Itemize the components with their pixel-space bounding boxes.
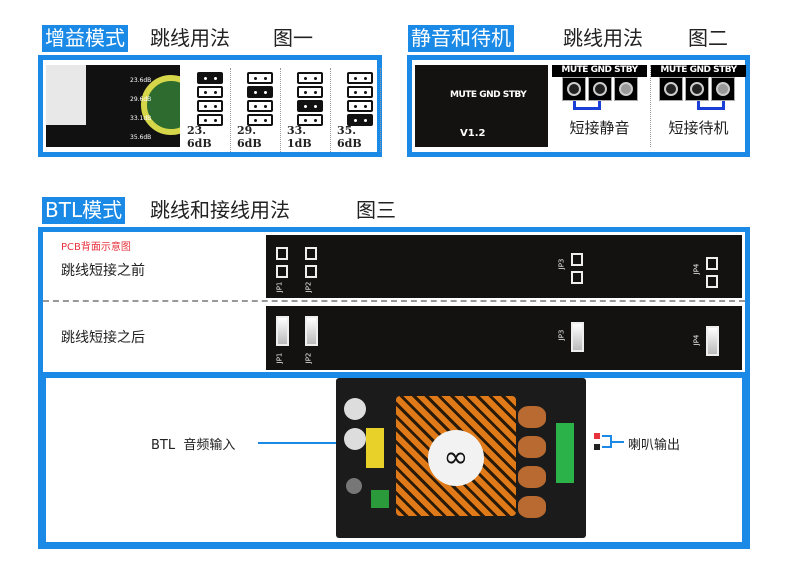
mute-board-photo: MUTE GND STBY V1.2 (415, 65, 548, 147)
jumper-label: JP1 (275, 281, 284, 293)
jumper-open-icon (297, 86, 323, 98)
jumper-closed-icon (297, 100, 323, 112)
input-pointer (258, 442, 338, 444)
jumper-open-icon (247, 100, 273, 112)
board-gain-label: 33.1dB (130, 115, 152, 122)
pin-label: GND (590, 65, 612, 75)
gain-option: 23. 6dB (185, 68, 231, 152)
fig3-title: 跳线和接线用法 (150, 198, 290, 222)
amplifier-board-photo: ∞ (336, 378, 586, 538)
jumper-closed-icon (347, 114, 373, 126)
input-label: BTL 音频输入 (151, 438, 236, 453)
jumper-label: JP4 (692, 263, 701, 275)
pin-label: GND (689, 65, 711, 75)
gain-board-photo: 23.6dB 29.6dB 33.1dB 35.6dB (46, 65, 180, 147)
pin-label: STBY (614, 65, 638, 75)
btl-mode-tag: BTL模式 (42, 197, 126, 224)
pcb-note: PCB背面示意图 (61, 242, 131, 253)
output-label: 喇叭输出 (628, 438, 681, 453)
jumper-label: JP2 (304, 352, 313, 364)
jumper-open-icon (197, 100, 223, 112)
jumper-open-icon (197, 114, 223, 126)
jumper-open-icon (297, 72, 323, 84)
jumper-label: JP1 (275, 352, 284, 364)
pin-label: STBY (713, 65, 737, 75)
mute-option: MUTE GND STBY 短接静音 (552, 65, 647, 147)
board-gain-label: 29.6dB (130, 96, 152, 103)
speaker-output-icon (594, 433, 624, 453)
standby-option: MUTE GND STBY 短接待机 (650, 65, 746, 147)
fig3-number: 图三 (356, 198, 396, 222)
fig1-number: 图一 (273, 26, 313, 50)
pcb-before: JP1 JP2 JP3 JP4 (266, 235, 742, 298)
fig1-title: 跳线用法 (150, 26, 230, 50)
pin-label: MUTE (450, 90, 477, 100)
jumper-open-icon (247, 72, 273, 84)
jumper-label: JP3 (557, 329, 566, 341)
standby-caption: 短接待机 (668, 119, 729, 137)
before-label: 跳线短接之前 (61, 263, 145, 279)
gain-option-label: 29. 6dB (237, 124, 262, 150)
pin-label: GND (479, 90, 501, 100)
btl-panel: PCB背面示意图 跳线短接之前 跳线短接之后 JP1 JP2 JP3 JP4 J… (38, 227, 750, 549)
jumper-open-icon (347, 100, 373, 112)
jumper-open-icon (247, 114, 273, 126)
fig2-number: 图二 (688, 26, 728, 50)
mute-standby-tag: 静音和待机 (408, 25, 514, 52)
divider (43, 300, 745, 302)
gain-panel: 23.6dB 29.6dB 33.1dB 35.6dB 23. 6dB 29. 6… (38, 55, 382, 157)
jumper-open-icon (297, 114, 323, 126)
gain-option-label: 35. 6dB (337, 124, 362, 150)
fig2-title: 跳线用法 (563, 26, 643, 50)
gain-option-label: 33. 1dB (287, 124, 312, 150)
pin-label: STBY (502, 90, 527, 100)
pin-label: MUTE (561, 65, 588, 75)
wiring-box: BTL 音频输入 ∞ 喇叭输出 (46, 378, 742, 542)
board-gain-label: 23.6dB (130, 77, 152, 84)
short-link-icon (573, 101, 601, 110)
jumper-open-icon (197, 86, 223, 98)
board-gain-label: 35.6dB (130, 134, 152, 141)
after-label: 跳线短接之后 (61, 330, 145, 346)
mute-standby-panel: MUTE GND STBY V1.2 MUTE GND STBY 短接静音 MU… (407, 55, 750, 157)
gain-option: 29. 6dB (235, 68, 281, 152)
pcb-after: JP1 JP2 JP3 JP4 (266, 306, 742, 370)
jumper-open-icon (347, 86, 373, 98)
gain-option: 33. 1dB (285, 68, 331, 152)
jumper-closed-icon (197, 72, 223, 84)
pin-label: MUTE (660, 65, 687, 75)
jumper-label: JP3 (557, 258, 566, 270)
gain-option: 35. 6dB (335, 68, 381, 152)
board-version: V1.2 (460, 128, 486, 139)
gain-option-label: 23. 6dB (187, 124, 212, 150)
gain-mode-tag: 增益模式 (42, 25, 128, 52)
jumper-closed-icon (247, 86, 273, 98)
short-link-icon (697, 101, 725, 110)
jumper-label: JP4 (692, 334, 701, 346)
jumper-open-icon (347, 72, 373, 84)
jumper-label: JP2 (304, 281, 313, 293)
mute-caption: 短接静音 (569, 119, 630, 137)
